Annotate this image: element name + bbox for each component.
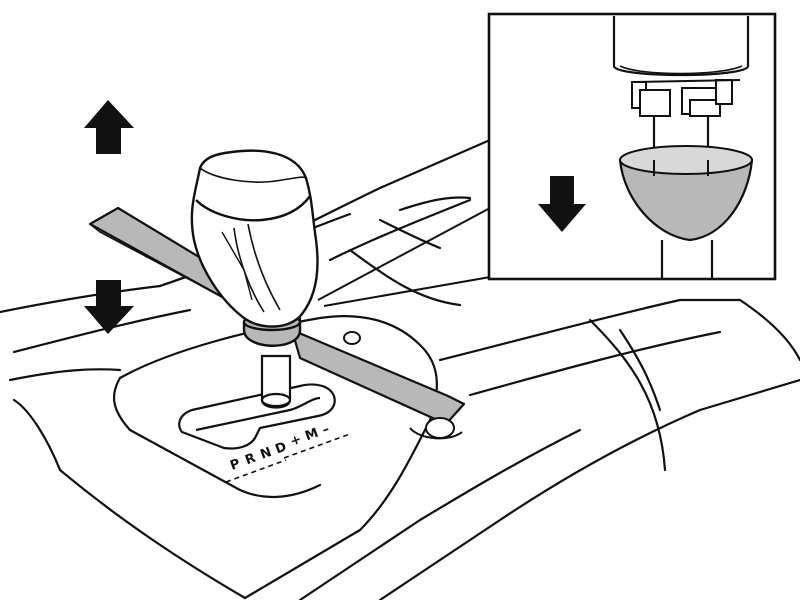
gate-label-plus: + [288, 432, 303, 450]
lever-shaft [260, 354, 292, 409]
gate-label-r: R [243, 451, 258, 469]
console-trim-tip [343, 331, 463, 440]
gate-label-minus: – [320, 422, 331, 438]
callout-leader [317, 207, 497, 307]
gate-markings: P R N D + M – [225, 422, 351, 483]
gate-label-d: D [273, 439, 288, 457]
detail-inset [487, 12, 777, 281]
gate-dashes [225, 433, 351, 483]
gate-label-n: N [258, 445, 273, 463]
gate-left-column: P R N D [228, 439, 289, 473]
shift-gate [178, 383, 336, 450]
gate-label-m: M [303, 426, 320, 445]
gate-right-column: + M – [288, 422, 331, 450]
gear-knob [190, 149, 319, 347]
push-down-arrow-icon [84, 280, 134, 334]
inset-down-arrow-icon [538, 176, 586, 232]
pull-up-arrow-icon [84, 100, 134, 154]
gate-label-p: P [228, 456, 242, 473]
